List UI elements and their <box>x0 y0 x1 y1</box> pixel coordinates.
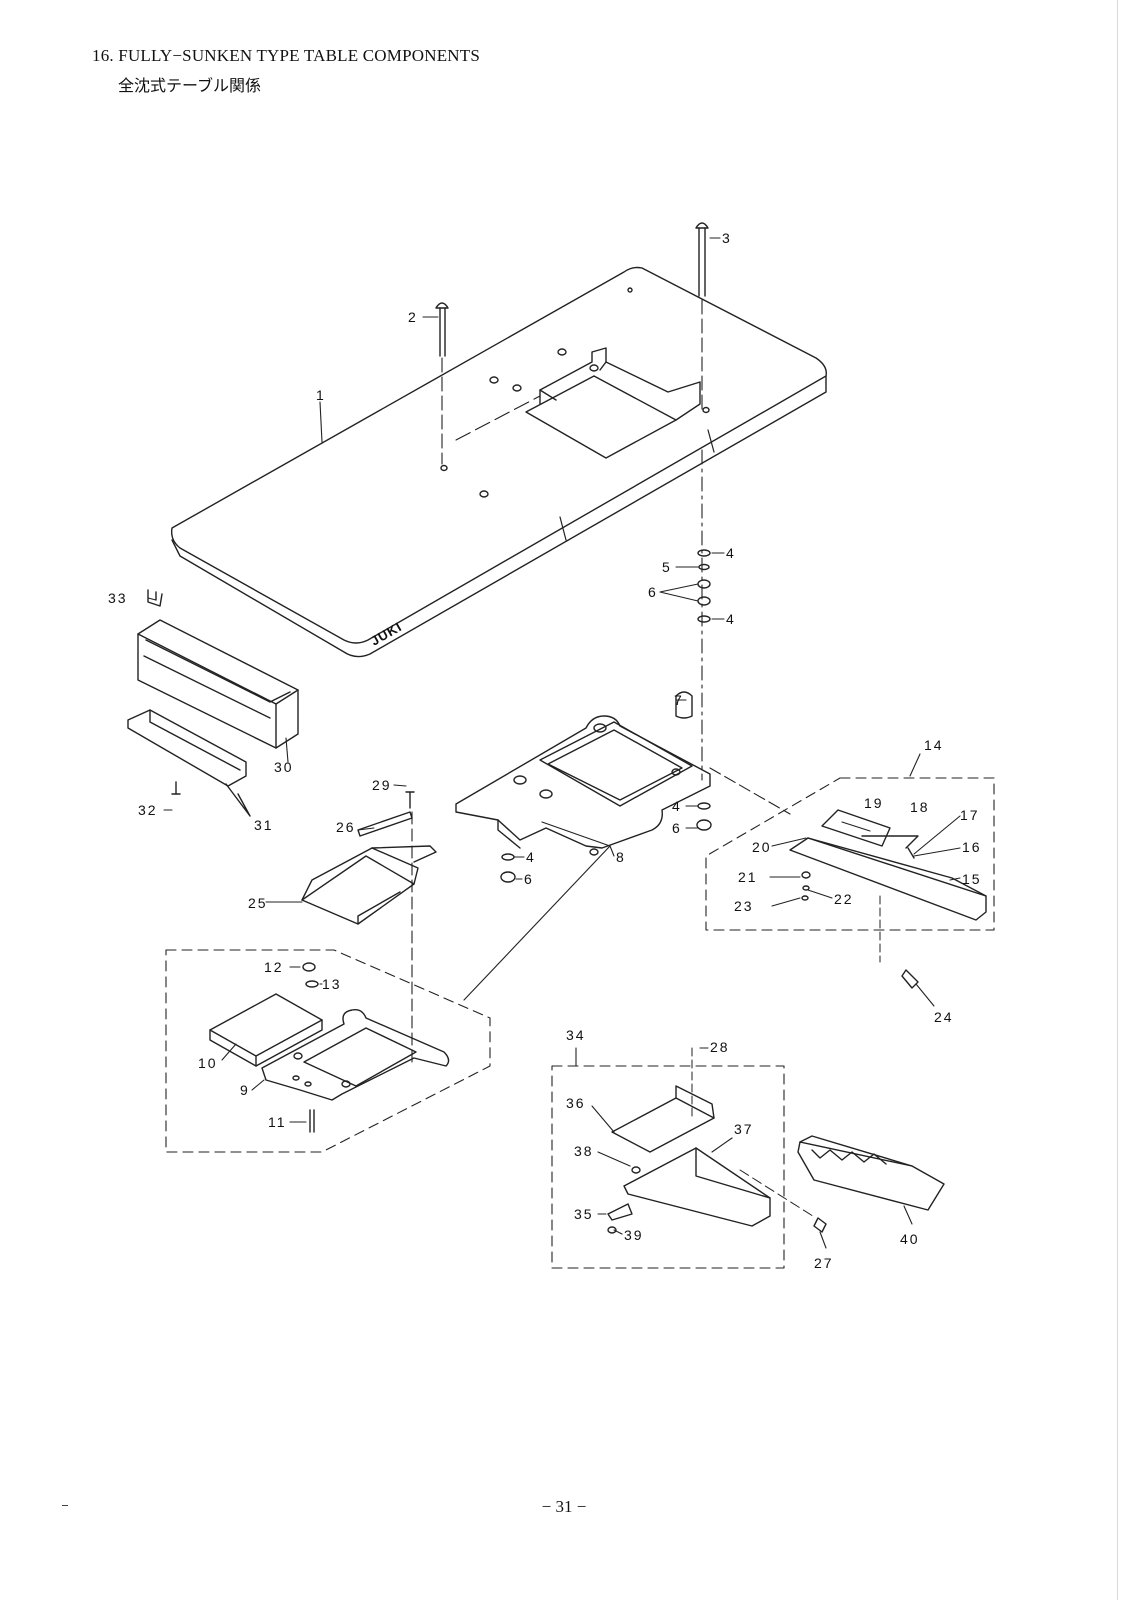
part-label-21: 21 <box>738 869 758 885</box>
part-label-4-upper: 4 <box>726 545 736 561</box>
page-edge-line <box>1117 0 1118 1600</box>
part-label-4-frame: 4 <box>672 798 682 814</box>
part-label-27: 27 <box>814 1255 834 1271</box>
bolt-hardware-drawing <box>435 222 712 883</box>
section-heading: 16. FULLY−SUNKEN TYPE TABLE COMPONENTS 全… <box>92 46 480 96</box>
part-label-23: 23 <box>734 898 754 914</box>
detail-box-9-13-drawing <box>165 811 491 1153</box>
part-label-32: 32 <box>138 802 158 818</box>
part-label-6-frame: 6 <box>672 820 682 836</box>
part-label-29: 29 <box>372 777 392 793</box>
detail-box-34-drawing <box>551 1047 827 1269</box>
part-label-10: 10 <box>198 1055 218 1071</box>
part-label-24: 24 <box>934 1009 954 1025</box>
part-label-18: 18 <box>910 799 930 815</box>
part-label-26: 26 <box>336 819 356 835</box>
part-label-8: 8 <box>616 849 626 865</box>
section-subtitle-jp: 全沈式テーブル関係 <box>118 76 262 95</box>
part-label-37: 37 <box>734 1121 754 1137</box>
part-label-19: 19 <box>864 795 884 811</box>
detail-box-14-drawing <box>705 767 995 989</box>
table-top-drawing <box>170 266 827 658</box>
part-label-39: 39 <box>624 1227 644 1243</box>
part-label-28: 28 <box>710 1039 730 1055</box>
part-label-20: 20 <box>752 839 772 855</box>
part-label-11: 11 <box>268 1114 287 1130</box>
part-label-38: 38 <box>574 1143 594 1159</box>
part-label-35: 35 <box>574 1206 594 1222</box>
part-label-2: 2 <box>408 309 418 325</box>
part-label-16: 16 <box>962 839 982 855</box>
cover-plate-drawing <box>301 791 437 925</box>
part-label-31: 31 <box>254 817 274 833</box>
part-label-17: 17 <box>960 807 980 823</box>
guard-40-drawing <box>797 1135 945 1211</box>
part-label-13: 13 <box>322 976 342 992</box>
part-label-22: 22 <box>834 891 854 907</box>
part-label-12: 12 <box>264 959 284 975</box>
leader-lines <box>147 237 961 1249</box>
part-label-36: 36 <box>566 1095 586 1111</box>
base-frame-drawing <box>455 715 711 856</box>
part-label-1: 1 <box>316 387 326 403</box>
part-label-34: 34 <box>566 1027 586 1043</box>
section-title: 16. FULLY−SUNKEN TYPE TABLE COMPONENTS <box>92 46 480 65</box>
part-label-6-bottom: 6 <box>524 871 534 887</box>
part-label-4-bottom: 4 <box>526 849 536 865</box>
part-label-30: 30 <box>274 759 294 775</box>
part-label-9: 9 <box>240 1082 250 1098</box>
part-label-6-upper: 6 <box>648 584 658 600</box>
part-label-4-lower: 4 <box>726 611 736 627</box>
part-label-15: 15 <box>962 871 982 887</box>
part-label-33: 33 <box>108 590 128 606</box>
part-label-5: 5 <box>662 559 672 575</box>
part-label-7: 7 <box>674 692 684 708</box>
margin-tick <box>62 1505 68 1506</box>
oil-pan-drawing <box>127 589 299 817</box>
part-label-14: 14 <box>924 737 944 753</box>
part-labels: 1 2 3 4 4 4 4 5 6 6 6 7 8 9 10 11 12 13 … <box>108 230 982 1271</box>
part-label-40: 40 <box>900 1231 920 1247</box>
part-label-25: 25 <box>248 895 268 911</box>
page-number: − 31 − <box>541 1497 587 1516</box>
part-label-3: 3 <box>722 230 732 246</box>
